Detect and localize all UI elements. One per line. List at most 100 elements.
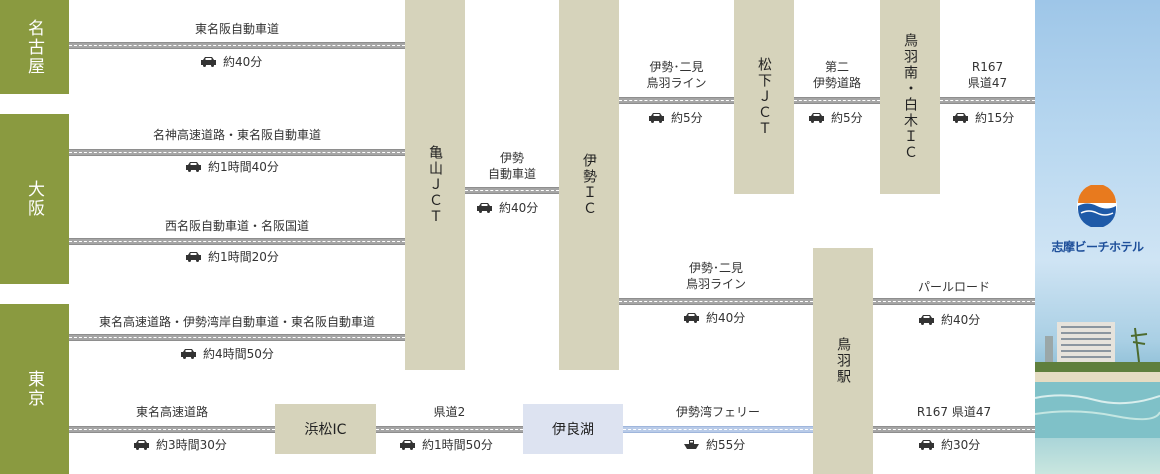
matsushita-jct: 松下ＪＣＴ — [734, 0, 794, 194]
time-nagoya-label: 約40分 — [223, 55, 263, 69]
label-pearl: パールロード — [917, 280, 990, 294]
road-futami-b — [619, 298, 813, 305]
time-r167-label: 約15分 — [975, 111, 1015, 125]
irago-label: 伊良湖 — [552, 422, 594, 438]
road-pearl — [873, 298, 1035, 305]
time-nagoya: 約40分 — [200, 53, 262, 70]
time-last: 約30分 — [918, 436, 980, 453]
car-icon — [186, 252, 201, 262]
time-ferry-label: 約55分 — [706, 438, 746, 452]
road-last — [873, 426, 1035, 433]
matsushita-label: 松下ＪＣＴ — [756, 57, 772, 137]
toba-minami-ic: 鳥羽南・白木ＩＣ — [880, 0, 940, 194]
hotel-panel: 志摩ビーチホテル — [1035, 0, 1160, 474]
hamamatsu-label: 浜松IC — [304, 422, 347, 438]
label-ferry: 伊勢湾フェリー — [675, 405, 760, 419]
time-tokyo1: 約4時間50分 — [180, 345, 274, 362]
label-futami-a-2: 鳥羽ライン — [646, 76, 707, 90]
time-osaka2: 約1時間20分 — [185, 248, 279, 265]
time-futami-b: 約40分 — [683, 309, 745, 326]
label-ise-road: 伊勢自動車道 — [465, 150, 559, 182]
car-icon — [919, 440, 934, 450]
label-ise-road-2: 自動車道 — [487, 167, 536, 181]
label-kendo2: 県道2 — [433, 405, 466, 419]
label-daini-2: 伊勢道路 — [812, 76, 861, 90]
origin-tokyo-label: 東京 — [24, 370, 44, 408]
ise-ic: 伊勢ＩＣ — [559, 0, 619, 370]
time-osaka2-label: 約1時間20分 — [208, 250, 279, 264]
kameyama-label: 亀山ＪＣＴ — [427, 145, 443, 225]
road-r167 — [940, 97, 1035, 104]
irago: 伊良湖 — [523, 404, 623, 454]
hamamatsu-ic: 浜松IC — [275, 404, 376, 454]
car-icon — [809, 113, 824, 123]
time-osaka1-label: 約1時間40分 — [208, 160, 279, 174]
hotel-photo — [1035, 322, 1160, 438]
hotel-logo-icon — [1077, 185, 1117, 227]
time-pearl: 約40分 — [918, 311, 980, 328]
road-daini — [794, 97, 880, 104]
ferry-route — [623, 426, 813, 433]
time-ise: 約40分 — [476, 199, 538, 216]
origin-osaka-label: 大阪 — [24, 180, 44, 218]
origin-osaka: 大阪 — [0, 114, 69, 284]
origin-nagoya-label: 名古屋 — [24, 18, 44, 76]
time-tokyo1-label: 約4時間50分 — [203, 347, 274, 361]
road-futami-a — [619, 97, 734, 104]
car-icon — [477, 203, 492, 213]
time-ferry: 約55分 — [683, 436, 745, 453]
toba-station-label: 鳥羽駅 — [835, 337, 851, 385]
car-icon — [684, 313, 699, 323]
label-futami-b-2: 鳥羽ライン — [685, 277, 746, 291]
car-icon — [919, 315, 934, 325]
toba-minami-label: 鳥羽南・白木ＩＣ — [902, 33, 918, 161]
car-icon — [134, 440, 149, 450]
road-tokyo-1 — [69, 334, 405, 341]
label-tokyo1-road: 東名高速道路・伊勢湾岸自動車道・東名阪自動車道 — [98, 315, 375, 329]
road-kendo2 — [376, 426, 523, 433]
label-daini-1: 第二 — [824, 60, 849, 74]
origin-tokyo: 東京 — [0, 304, 69, 474]
road-ise-expressway — [465, 187, 559, 194]
time-daini-label: 約5分 — [831, 111, 863, 125]
road-tomei — [69, 426, 275, 433]
label-osaka1-road: 名神高速道路・東名阪自動車道 — [152, 128, 321, 142]
label-nagoya-road: 東名阪自動車道 — [194, 22, 279, 36]
road-osaka-2 — [69, 238, 405, 245]
car-icon — [201, 57, 216, 67]
road-nagoya — [69, 42, 405, 49]
label-r167-1: R167 — [971, 60, 1004, 74]
time-futami-a: 約5分 — [648, 109, 703, 126]
label-futami-b: 伊勢･二見鳥羽ライン — [619, 260, 813, 292]
time-kendo2-label: 約1時間50分 — [422, 438, 493, 452]
time-last-label: 約30分 — [941, 438, 981, 452]
label-r167-2: 県道47 — [967, 76, 1008, 90]
ise-ic-label: 伊勢ＩＣ — [581, 153, 597, 217]
time-futami-b-label: 約40分 — [706, 311, 746, 325]
label-last: R167 県道47 — [916, 405, 992, 419]
car-icon — [649, 113, 664, 123]
car-icon — [181, 349, 196, 359]
label-osaka2-road: 西名阪自動車道・名阪国道 — [164, 219, 309, 233]
kameyama-jct: 亀山ＪＣＴ — [405, 0, 465, 370]
label-tomei: 東名高速道路 — [135, 405, 208, 419]
label-ise-road-1: 伊勢 — [499, 151, 524, 165]
time-r167: 約15分 — [952, 109, 1014, 126]
car-icon — [186, 162, 201, 172]
time-tomei: 約3時間30分 — [133, 436, 227, 453]
label-futami-a-1: 伊勢･二見 — [649, 60, 704, 74]
time-tomei-label: 約3時間30分 — [156, 438, 227, 452]
time-pearl-label: 約40分 — [941, 313, 981, 327]
label-daini: 第二伊勢道路 — [794, 59, 880, 91]
ship-icon — [684, 440, 699, 449]
car-icon — [400, 440, 415, 450]
label-futami-b-1: 伊勢･二見 — [688, 261, 743, 275]
time-ise-label: 約40分 — [499, 201, 539, 215]
hotel-name: 志摩ビーチホテル — [1051, 240, 1144, 254]
car-icon — [953, 113, 968, 123]
label-futami-a: 伊勢･二見鳥羽ライン — [619, 59, 734, 91]
time-daini: 約5分 — [808, 109, 863, 126]
origin-nagoya: 名古屋 — [0, 0, 69, 94]
time-futami-a-label: 約5分 — [671, 111, 703, 125]
toba-station: 鳥羽駅 — [813, 248, 873, 474]
